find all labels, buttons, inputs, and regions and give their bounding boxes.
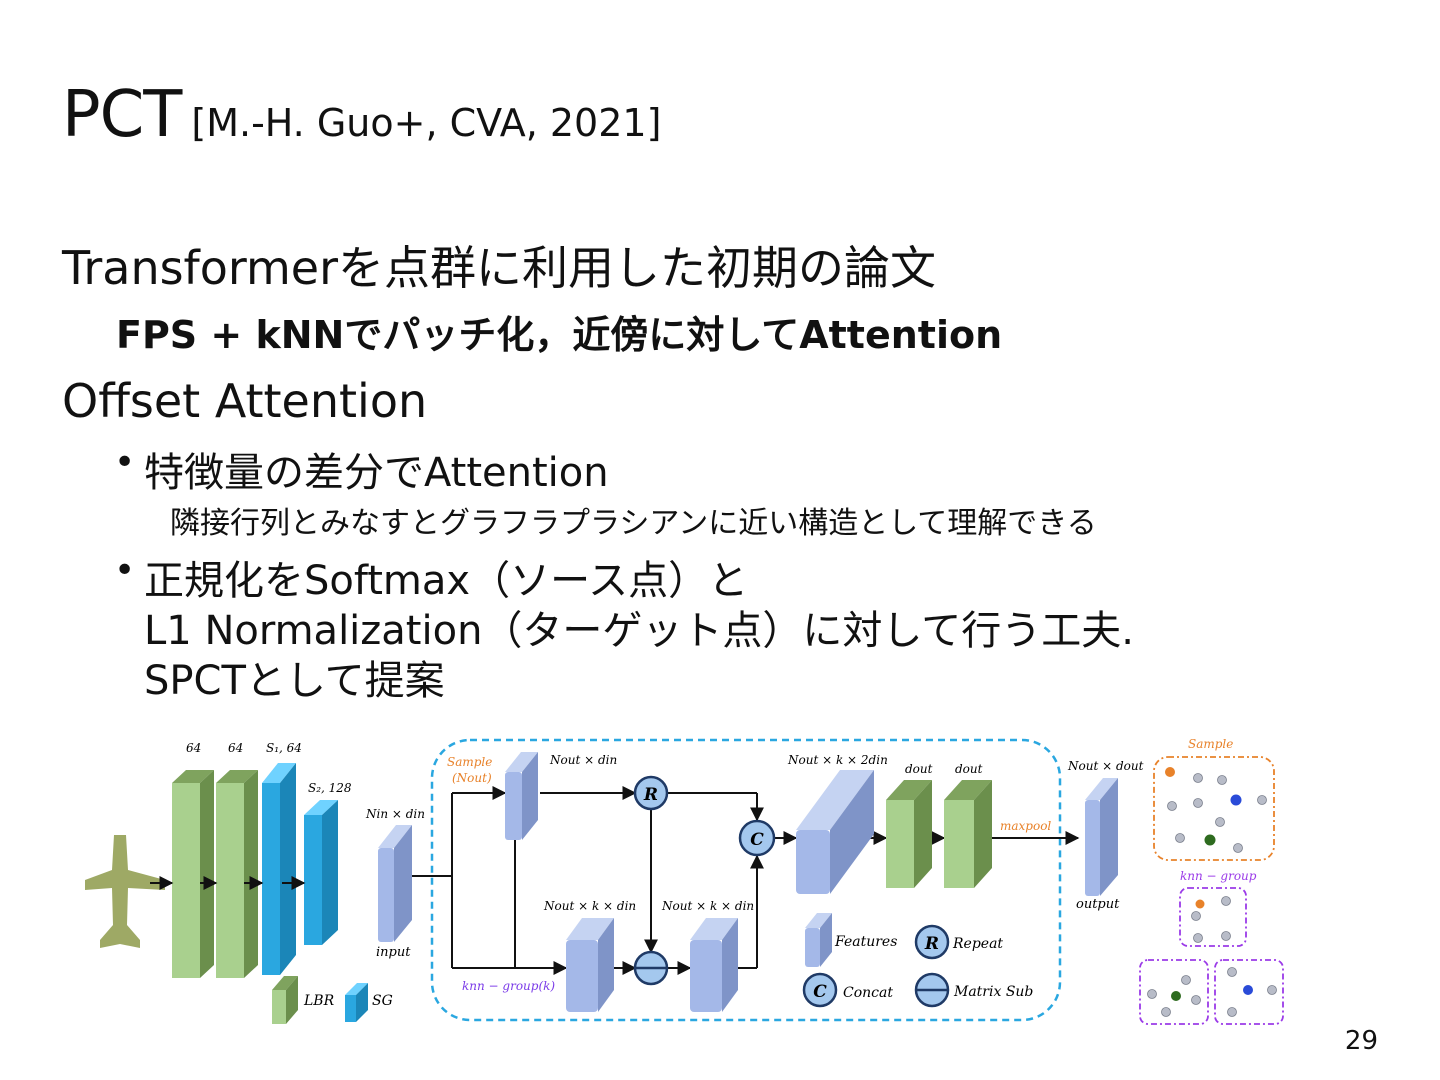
legend-matrix-sub: Matrix Sub <box>914 972 1033 1008</box>
right-sample-label: Sample <box>1188 737 1233 751</box>
title-main: PCT <box>62 78 182 152</box>
svg-text:Features: Features <box>834 934 897 950</box>
legend-concat: C Concat <box>802 972 893 1008</box>
top-dim-label: Nout × din <box>549 753 617 767</box>
input-dim-label: Nin × din <box>365 807 425 821</box>
maxpool-label: maxpool <box>1000 819 1051 833</box>
svg-text:Concat: Concat <box>843 985 893 1001</box>
legend-features: Features <box>805 913 897 967</box>
concat-node: C <box>738 819 776 857</box>
repeated-feature-block <box>690 918 738 1012</box>
enc-label-3: S₁, 64 <box>266 741 302 755</box>
big-dim-label: Nout × k × 2din <box>787 753 888 767</box>
highlight-points <box>1165 767 1253 1001</box>
enc-label-1: 64 <box>186 741 201 755</box>
bullet-dot: • <box>114 442 136 483</box>
svg-text:R: R <box>924 934 939 954</box>
sample-nout-label: (Nout) <box>452 771 492 785</box>
page-number: 29 <box>1344 1026 1378 1056</box>
svg-text:Matrix Sub: Matrix Sub <box>953 984 1033 1000</box>
encoder-sg-block-2 <box>304 800 338 945</box>
lbr-block-dout-1 <box>886 780 932 888</box>
bullet-normalization-line1: 正規化をSoftmax（ソース点）と <box>144 558 749 604</box>
input-feature-block <box>378 825 412 942</box>
output-label: output <box>1076 897 1120 912</box>
airplane-point-cloud <box>85 835 165 948</box>
svg-text:C: C <box>750 830 764 850</box>
bullet-feature-diff: 特徴量の差分でAttention <box>144 450 609 496</box>
concat-feature-block <box>796 770 874 894</box>
offset-attention-dashed-box <box>430 738 1062 1022</box>
sample-dashed-box <box>1153 756 1275 861</box>
enc-label-2: 64 <box>228 741 243 755</box>
knn-group-block <box>566 918 614 1012</box>
encoder-sg-block-1 <box>262 763 296 975</box>
knn-group-box-2 <box>1139 959 1209 1025</box>
mid2-dim-label: Nout × k × din <box>661 899 754 913</box>
dout-label-1: dout <box>905 762 933 776</box>
knn-group-box-1 <box>1179 887 1247 947</box>
bullet-dot: • <box>114 550 136 591</box>
repeat-node: R <box>633 775 669 811</box>
mid1-dim-label: Nout × k × din <box>543 899 636 913</box>
matrix-sub-node <box>633 950 669 986</box>
dout-label-2: dout <box>955 762 983 776</box>
svg-text:SG: SG <box>372 993 393 1009</box>
bullet-normalization-line2: L1 Normalization（ターゲット点）に対して行う工夫. <box>144 608 1134 654</box>
encoder-lbr-block-1 <box>172 770 214 978</box>
output-dim-label: Nout × dout <box>1067 759 1144 773</box>
sampled-feature-block <box>505 752 538 840</box>
svg-text:Repeat: Repeat <box>952 936 1003 952</box>
svg-text:C: C <box>813 982 827 1002</box>
bullet-laplacian-note: 隣接行列とみなすとグラフラプラシアンに近い構造として理解できる <box>170 506 1097 541</box>
legend-lbr: LBR <box>272 976 335 1024</box>
encoder-lbr-block-2 <box>216 770 258 978</box>
sample-label: Sample <box>447 755 492 769</box>
output-feature-block <box>1085 778 1118 896</box>
slide-title: PCT[M.-H. Guo+, CVA, 2021] <box>62 78 661 152</box>
body-subline-fps-knn: FPS + kNNでパッチ化，近傍に対してAttention <box>116 313 1003 357</box>
body-line-offset-attention: Offset Attention <box>62 374 428 428</box>
bullet-normalization-line3: SPCTとして提案 <box>144 658 445 704</box>
enc-label-4: S₂, 128 <box>308 781 352 795</box>
svg-text:R: R <box>643 785 658 805</box>
legend-sg: SG <box>345 983 393 1022</box>
sample-points <box>1147 773 1277 1017</box>
knn-group-label: knn − group(k) <box>462 979 555 993</box>
body-line-transformer: Transformerを点群に利用した初期の論文 <box>62 241 937 295</box>
svg-text:LBR: LBR <box>303 993 335 1009</box>
title-reference: [M.-H. Guo+, CVA, 2021] <box>191 101 662 145</box>
lbr-block-dout-2 <box>944 780 992 888</box>
knn-group-box-3 <box>1214 959 1284 1025</box>
input-label: input <box>376 945 411 960</box>
legend-repeat: R Repeat <box>914 924 1003 960</box>
right-knn-label: knn − group <box>1180 869 1257 883</box>
